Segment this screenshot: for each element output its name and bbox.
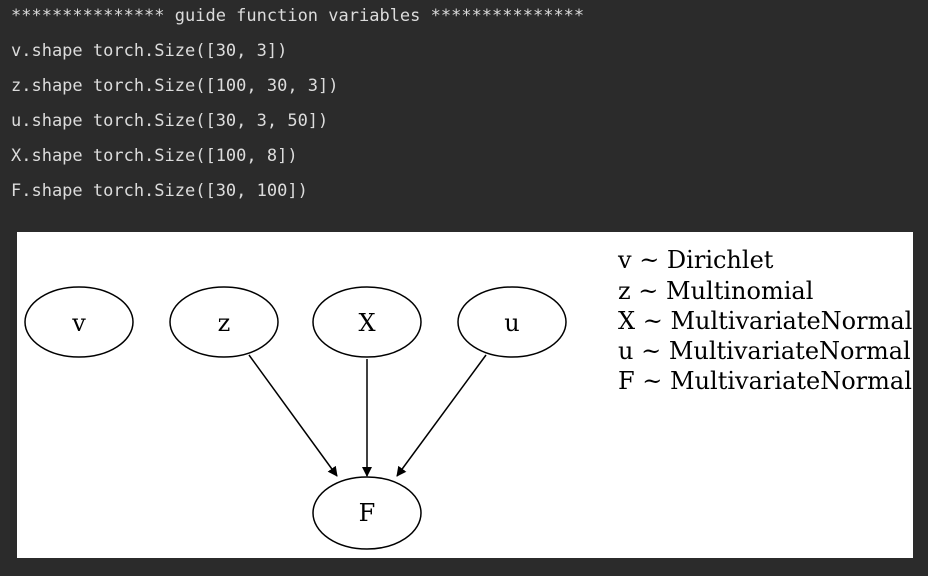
output-line-u-shape: u.shape torch.Size([30, 3, 50]) (11, 111, 329, 131)
edge-u-to-f (396, 354, 487, 477)
model-graph: v z X u F v ~ Dirichlet z ~ Multinomial … (24, 246, 912, 550)
node-z: z (169, 286, 279, 358)
node-x: X (312, 286, 422, 358)
legend-z: z ~ Multinomial (618, 277, 813, 305)
node-f: F (312, 476, 422, 550)
legend-f: F ~ MultivariateNormal (618, 367, 912, 395)
legend-v: v ~ Dirichlet (617, 246, 774, 274)
node-u: u (457, 286, 567, 358)
legend-u: u ~ MultivariateNormal (618, 337, 911, 365)
node-u-label: u (504, 309, 519, 337)
output-line-v-shape: v.shape torch.Size([30, 3]) (11, 41, 288, 61)
edge-z-to-f (248, 354, 338, 477)
legend-x: X ~ MultivariateNormal (618, 307, 912, 335)
node-v: v (24, 286, 134, 358)
node-v-label: v (71, 309, 86, 337)
output-line-x-shape: X.shape torch.Size([100, 8]) (11, 146, 298, 166)
model-graph-figure: v z X u F v ~ Dirichlet z ~ Multinomial … (17, 232, 913, 558)
node-x-label: X (358, 309, 375, 337)
output-line-f-shape: F.shape torch.Size([30, 100]) (11, 181, 308, 201)
node-z-label: z (218, 309, 231, 337)
legend: v ~ Dirichlet z ~ Multinomial X ~ Multiv… (617, 246, 912, 395)
output-line-z-shape: z.shape torch.Size([100, 30, 3]) (11, 76, 339, 96)
node-f-label: F (359, 499, 376, 527)
output-line-header: *************** guide function variables… (11, 6, 585, 26)
